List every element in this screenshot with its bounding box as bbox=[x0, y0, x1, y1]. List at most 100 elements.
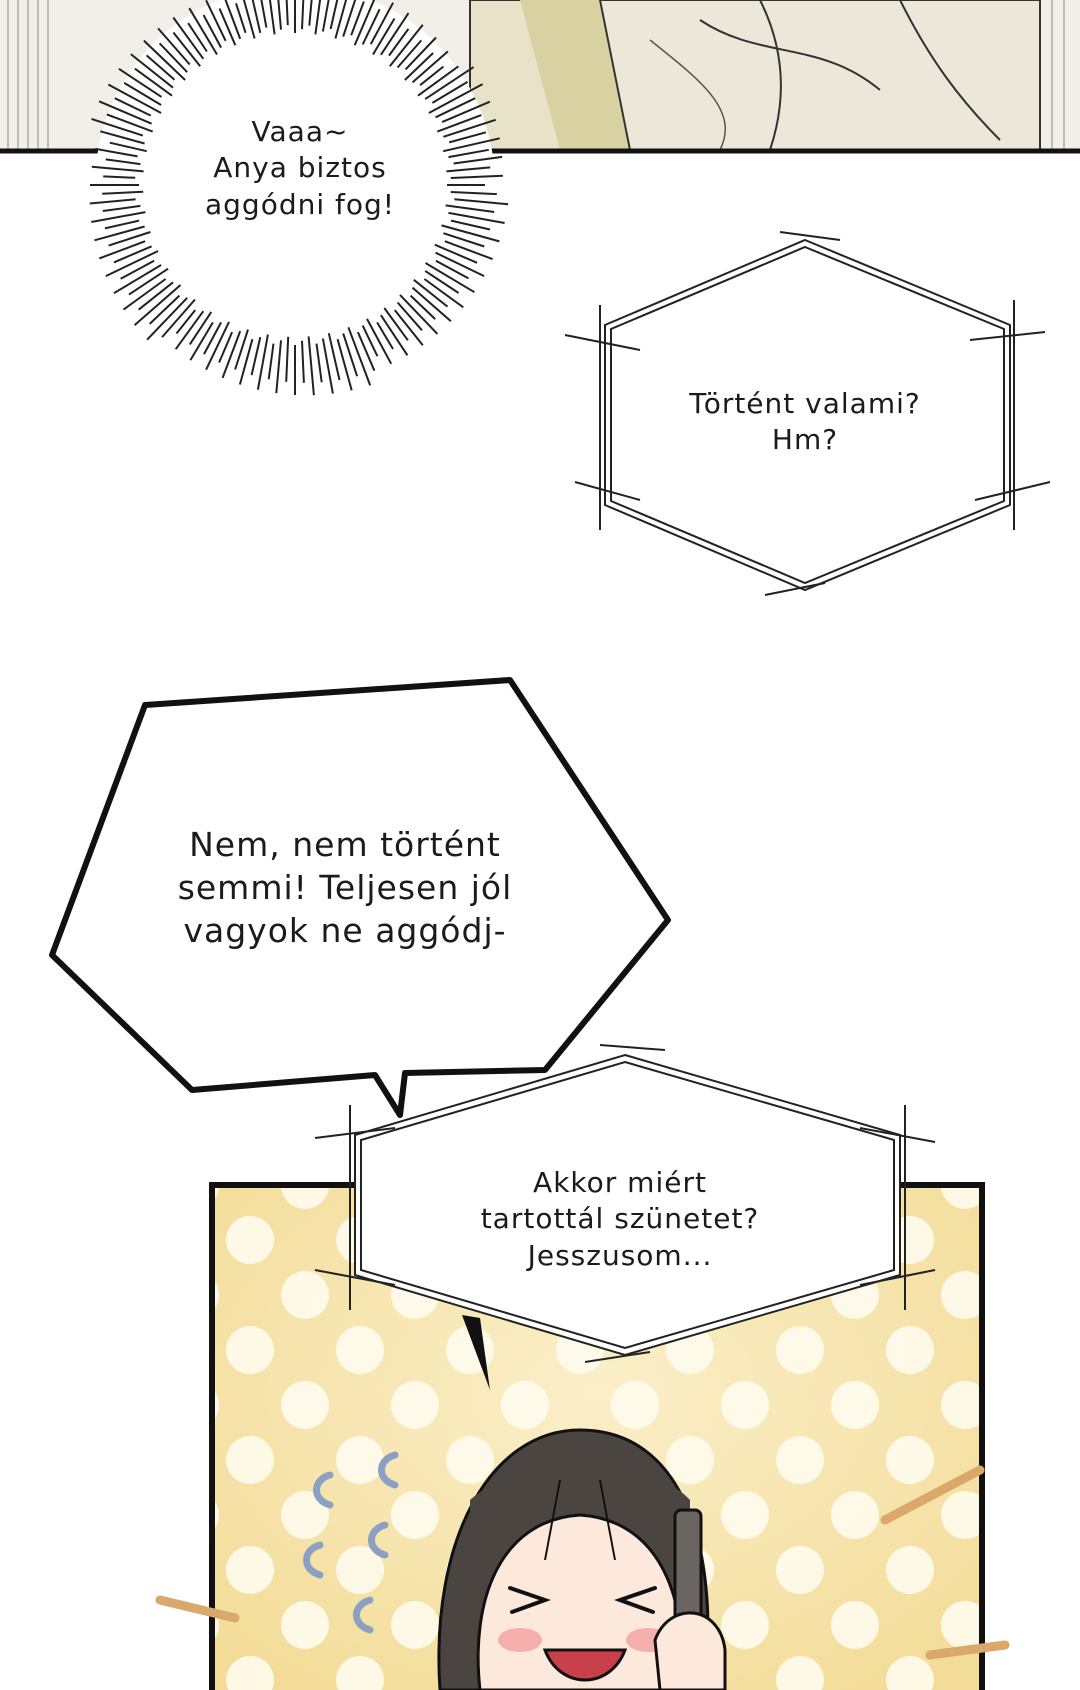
burst-ray bbox=[436, 114, 482, 133]
burst-ray bbox=[450, 191, 497, 196]
burst-ray bbox=[91, 211, 146, 223]
burst-ray bbox=[188, 311, 213, 345]
burst-ray bbox=[450, 174, 503, 179]
character-girl bbox=[437, 1428, 727, 1690]
burst-ray bbox=[329, 0, 339, 30]
burst-ray bbox=[419, 65, 445, 86]
burst-ray bbox=[444, 240, 493, 261]
burst-ray bbox=[250, 336, 262, 376]
burst-ray bbox=[175, 309, 196, 335]
burst-ray bbox=[224, 0, 242, 40]
burst-ray bbox=[103, 175, 136, 179]
burst-ray bbox=[307, 336, 315, 396]
burst-ray bbox=[336, 338, 353, 391]
burst-ray bbox=[376, 321, 394, 350]
burst-ray bbox=[102, 190, 144, 195]
burst-ray bbox=[242, 0, 256, 39]
burst-ray bbox=[205, 321, 230, 371]
burst-ray bbox=[102, 204, 141, 212]
burst-ray bbox=[347, 326, 372, 386]
burst-ray bbox=[145, 54, 176, 81]
burst-ray bbox=[450, 219, 491, 231]
burst-ray bbox=[334, 0, 348, 39]
burst-ray bbox=[285, 336, 290, 382]
burst-ray bbox=[361, 325, 379, 357]
burst-ray bbox=[100, 130, 145, 145]
burst-ray bbox=[188, 7, 218, 56]
burst-ray bbox=[443, 118, 497, 138]
burst-ray bbox=[172, 16, 205, 60]
followup-line-3: Jesszusom... bbox=[527, 1238, 713, 1272]
burst-ray bbox=[446, 166, 491, 173]
burst-ray bbox=[104, 219, 140, 230]
burst-ray bbox=[285, 0, 289, 26]
burst-ray bbox=[301, 0, 305, 30]
burst-ray bbox=[342, 333, 359, 377]
speech-bubble-reply bbox=[49, 677, 671, 1118]
burst-ray bbox=[105, 158, 141, 166]
burst-ray bbox=[187, 22, 208, 53]
burst-ray bbox=[411, 50, 449, 84]
burst-ray bbox=[268, 0, 276, 35]
burst-ray bbox=[202, 14, 222, 49]
burst-ray bbox=[256, 334, 269, 390]
burst-ray bbox=[118, 67, 163, 98]
burst-ray bbox=[143, 39, 186, 81]
question-line-2: Hm? bbox=[771, 423, 839, 457]
burst-ray bbox=[380, 12, 410, 56]
burst-ray bbox=[105, 250, 159, 278]
burst-ray bbox=[133, 284, 182, 326]
burst-ray bbox=[251, 0, 262, 34]
burst-ray bbox=[275, 340, 282, 394]
burst-ray bbox=[342, 0, 357, 37]
burst-ray bbox=[98, 100, 152, 125]
burst-ray bbox=[453, 155, 503, 165]
burst-ray bbox=[394, 309, 424, 346]
burst-ray bbox=[388, 28, 410, 57]
burst-bubble-text: Vaaa~ Anya biztos aggódni fog! bbox=[160, 114, 440, 223]
burst-ray bbox=[205, 0, 227, 42]
burst-ray bbox=[448, 211, 505, 224]
burst-ray bbox=[189, 321, 214, 361]
burst-ray bbox=[366, 318, 393, 365]
burst-ray bbox=[424, 270, 460, 294]
burst-ray bbox=[130, 53, 174, 89]
burst-ray bbox=[321, 0, 330, 32]
burst-ray bbox=[399, 294, 439, 335]
reply-line-3: vagyok ne aggódj- bbox=[183, 910, 507, 950]
burst-ray bbox=[442, 137, 500, 153]
burst-ray bbox=[423, 278, 464, 309]
burst-ray bbox=[396, 301, 423, 331]
burst-ray bbox=[277, 0, 282, 30]
burst-ray bbox=[260, 0, 268, 28]
burst-ray bbox=[380, 314, 409, 356]
followup-bubble-text: Akkor miért tartottál szünetet? Jesszuso… bbox=[425, 1165, 815, 1274]
burst-ray bbox=[441, 224, 500, 243]
burst-ray bbox=[411, 286, 452, 322]
burst-ray bbox=[435, 259, 469, 280]
burst-ray bbox=[389, 24, 424, 67]
burst-ray bbox=[146, 297, 188, 341]
burst-line-3: aggódni fog! bbox=[204, 187, 396, 221]
burst-ray bbox=[369, 2, 394, 45]
burst-ray bbox=[218, 8, 237, 46]
burst-ray bbox=[218, 331, 234, 363]
burst-ray bbox=[315, 343, 323, 383]
burst-ray bbox=[172, 31, 201, 67]
burst-ray bbox=[301, 340, 305, 383]
burst-ray bbox=[113, 245, 152, 264]
burst-ray bbox=[413, 279, 449, 308]
burst-ray bbox=[91, 165, 144, 173]
burst-ray bbox=[350, 1, 365, 36]
burst-ray bbox=[158, 42, 188, 73]
question-bubble-text: Történt valami? Hm? bbox=[660, 386, 950, 459]
burst-ray bbox=[361, 8, 381, 45]
burst-ray bbox=[434, 243, 478, 264]
burst-bubble bbox=[89, 0, 509, 396]
burst-ray bbox=[443, 232, 485, 248]
burst-ray bbox=[137, 281, 174, 311]
burst-ray bbox=[234, 329, 249, 370]
burst-ray bbox=[417, 65, 459, 97]
burst-ray bbox=[404, 52, 434, 81]
